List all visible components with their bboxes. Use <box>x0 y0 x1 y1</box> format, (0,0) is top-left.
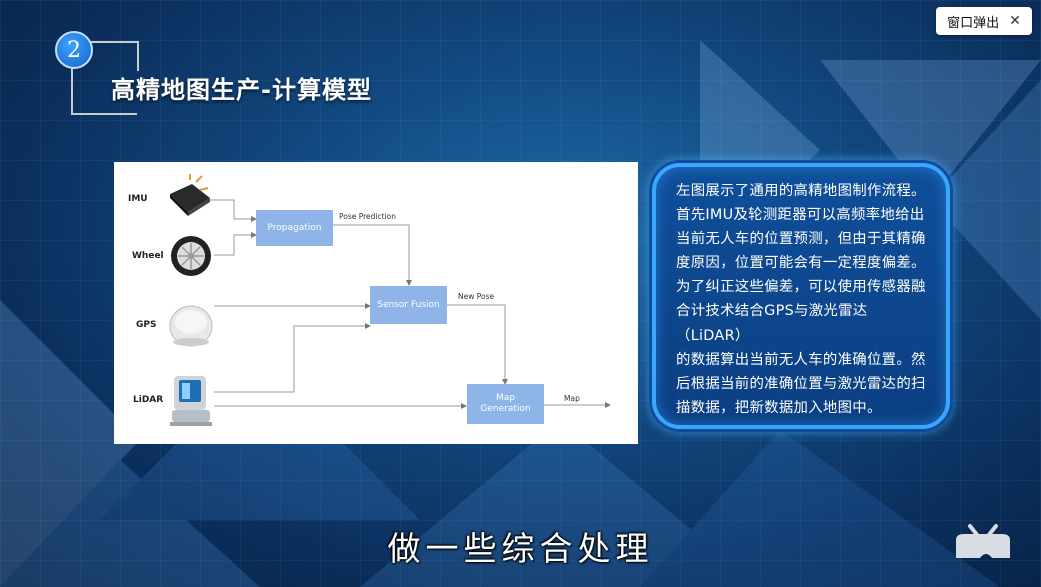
pose-prediction-label: Pose Prediction <box>339 212 397 221</box>
lidar-device-image <box>170 376 212 426</box>
description-line: 左图展示了通用的高精地图制作流程。 <box>676 183 926 199</box>
description-line: 的数据算出当前无人车的准确位置。然 <box>676 351 926 368</box>
video-subtitle: 做一些综合处理 <box>387 529 654 568</box>
map-output-label: Map <box>564 394 580 403</box>
map-generation-label-line1: Map <box>496 393 515 403</box>
propagation-node: Propagation <box>256 210 333 246</box>
popup-window-button[interactable]: 窗口弹出 ✕ <box>936 7 1032 35</box>
description-line: 合计技术结合GPS与激光雷达（LiDAR） <box>676 303 868 344</box>
description-line: 当前无人车的位置预测，但由于其精确 <box>676 231 926 248</box>
tv-logo-icon <box>956 524 1010 558</box>
imu-chip-image <box>170 174 210 216</box>
section-number-badge: 2 <box>55 31 93 69</box>
diagram-connectors <box>206 199 611 409</box>
source-label-lidar: LiDAR <box>133 395 164 405</box>
wheel-image <box>171 236 211 276</box>
description-line: 首先IMU及轮测距器可以高频率地给出 <box>676 207 925 224</box>
new-pose-label: New Pose <box>458 292 495 301</box>
sensor-fusion-node: Sensor Fusion <box>370 286 447 324</box>
map-generation-label-line2: Generation <box>480 404 531 414</box>
pipeline-diagram: IMU Wheel GPS LiDAR Propagation Sensor F… <box>114 162 638 444</box>
map-generation-node: Map Generation <box>467 384 544 424</box>
gps-antenna-image <box>169 305 213 347</box>
description-line: 描数据，把新数据加入地图中。 <box>676 399 882 416</box>
source-label-wheel: Wheel <box>132 251 164 261</box>
description-panel: 左图展示了通用的高精地图制作流程。 首先IMU及轮测距器可以高频率地给出 当前无… <box>652 163 950 429</box>
description-line: 度原因，位置可能会有一定程度偏差。 <box>676 255 926 272</box>
source-label-imu: IMU <box>128 194 148 204</box>
description-line: 为了纠正这些偏差，可以使用传感器融 <box>676 279 926 296</box>
source-label-gps: GPS <box>136 320 157 330</box>
close-icon[interactable]: ✕ <box>1009 13 1021 29</box>
popup-label: 窗口弹出 <box>947 15 1000 31</box>
title-frame <box>71 41 139 115</box>
description-line: 后根据当前的准确位置与激光雷达的扫 <box>676 375 926 392</box>
page-title: 高精地图生产-计算模型 <box>111 76 372 104</box>
